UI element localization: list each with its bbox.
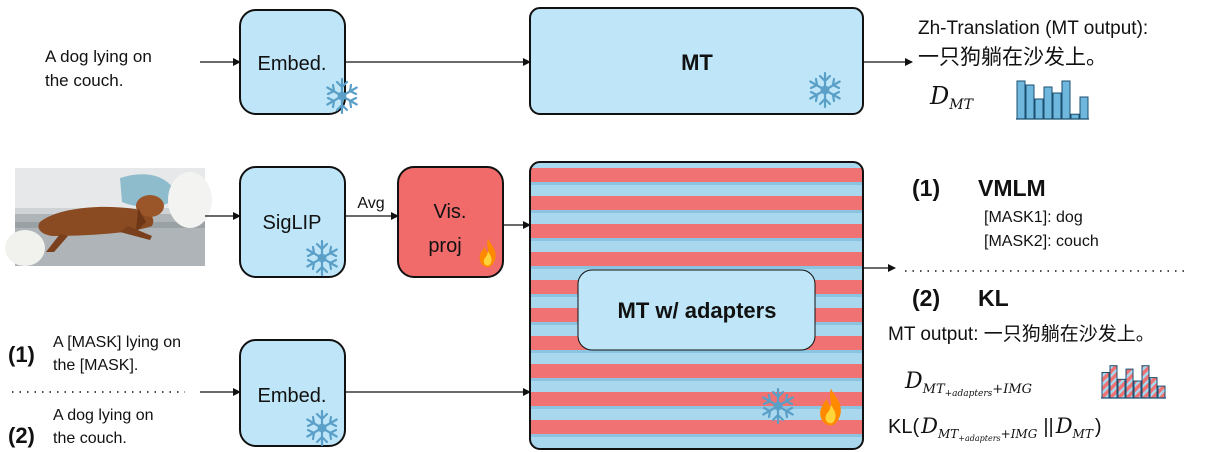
kl-mt-output-text: MT output: 一只狗躺在沙发上。 <box>888 323 1155 345</box>
dmt-adapters-bar-7 <box>1157 385 1166 399</box>
dmt-bar-2 <box>1034 98 1044 120</box>
input1-line-1: A [MASK] lying on <box>53 334 181 351</box>
kl-divergence-formula: KL(DMT+adapters+IMG||DMT) <box>888 414 1102 443</box>
dmt-adapters-img-symbol: DMT+adapters+IMG <box>904 369 1032 399</box>
dmt-adapters-img-distribution-bars <box>1101 365 1166 399</box>
dmt-adapters-bar-6 <box>1149 377 1158 399</box>
input2-line-1: A dog lying on <box>53 407 154 424</box>
input1-line-2: the [MASK]. <box>53 357 138 374</box>
bottom-embed-box <box>239 339 346 447</box>
vmlm-title: VMLM <box>978 175 1046 201</box>
avg-label: Avg <box>357 195 384 212</box>
siglip-box <box>239 166 346 278</box>
zh-translation-heading: Zh-Translation (MT output): <box>918 18 1148 39</box>
dmt-distribution-bars <box>1016 80 1089 120</box>
dmt-adapters-bar-2 <box>1117 378 1126 399</box>
dmt-adapters-bar-4 <box>1133 380 1142 399</box>
dmt-bar-3 <box>1043 86 1053 120</box>
dmt-adapters-bar-3 <box>1125 368 1134 399</box>
dmt-bar-1 <box>1025 84 1035 120</box>
bottom-embed-label: Embed. <box>258 385 327 407</box>
mask1-line: [MASK1]: dog <box>984 209 1083 226</box>
top-embed-label: Embed. <box>258 53 327 75</box>
input2-line-2: the couch. <box>53 430 127 447</box>
input2-marker: (2) <box>8 423 35 448</box>
siglip-label: SigLIP <box>263 212 322 234</box>
input1-marker: (1) <box>8 342 35 367</box>
dmt-bar-6 <box>1070 113 1080 120</box>
mt-adapters-label-box <box>577 269 816 351</box>
top-input-line-1: A dog lying on <box>45 47 152 66</box>
dmt-bar-7 <box>1079 96 1089 120</box>
top-input-line-2: the couch. <box>45 71 123 90</box>
zh-translation-text: 一只狗躺在沙发上。 <box>918 46 1107 69</box>
kl-marker: (2) <box>912 285 940 311</box>
visproj-label-line-1: Vis. <box>434 201 467 223</box>
visproj-label-line-2: proj <box>428 235 461 257</box>
mt-adapters-label: MT w/ adapters <box>618 298 777 323</box>
dmt-adapters-bar-1 <box>1109 365 1118 399</box>
dmt-symbol: DMT <box>929 82 975 113</box>
dmt-bar-0 <box>1016 80 1026 120</box>
dmt-adapters-bar-5 <box>1141 365 1150 399</box>
mt-box <box>529 7 864 115</box>
kl-title: KL <box>978 285 1009 311</box>
mt-label: MT <box>681 50 713 75</box>
dog-photo <box>5 168 212 266</box>
visproj-box <box>397 166 504 278</box>
dmt-adapters-bar-0 <box>1101 372 1110 399</box>
vmlm-marker: (1) <box>912 175 940 201</box>
dmt-bar-5 <box>1061 80 1071 120</box>
dmt-bar-4 <box>1052 92 1062 120</box>
mask2-line: [MASK2]: couch <box>984 233 1099 250</box>
